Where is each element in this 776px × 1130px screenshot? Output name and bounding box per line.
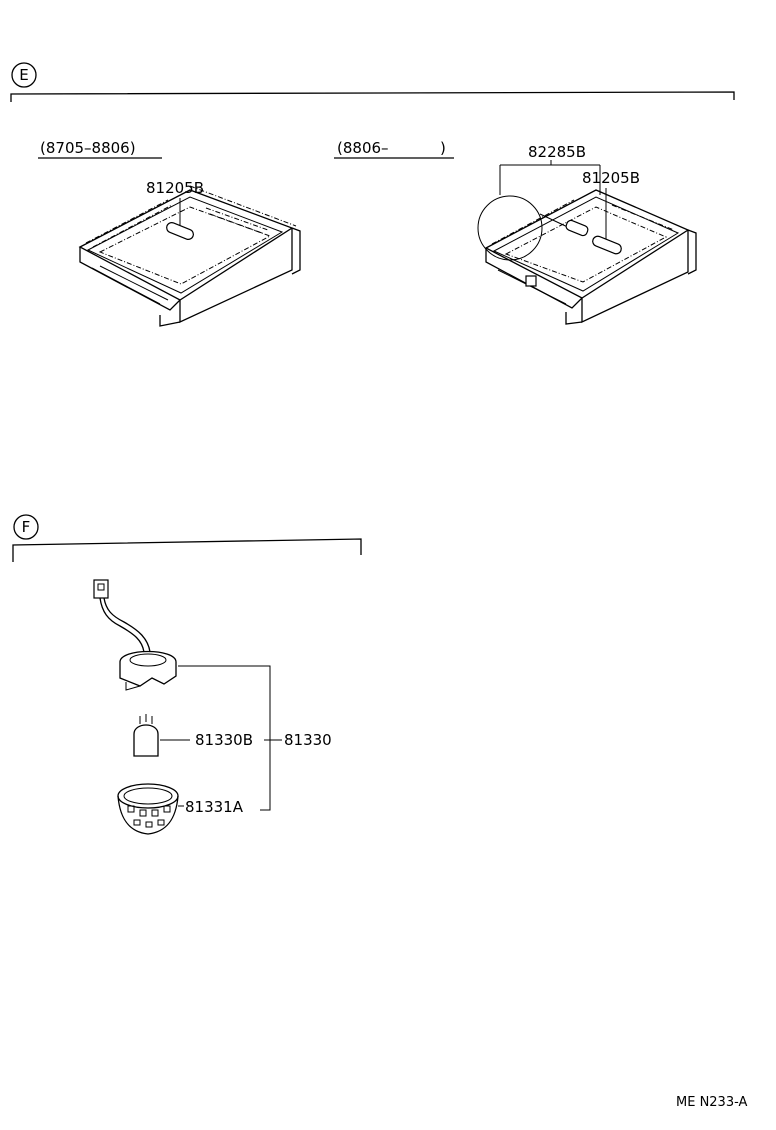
section-f-marker: F <box>13 514 39 540</box>
right-part-number-81205b: 81205B <box>582 169 640 187</box>
switch-detail-circle <box>477 195 543 261</box>
section-e-bracket <box>10 91 735 102</box>
map-lamp-late-drawing: 82285B 81205B <box>477 143 697 325</box>
socket-icon <box>119 650 177 687</box>
part-number-81331a: 81331A <box>185 798 244 816</box>
right-part-number-82285b: 82285B <box>528 143 586 161</box>
part-number-81330b: 81330B <box>195 731 253 749</box>
part-number-81330: 81330 <box>284 731 332 749</box>
right-bracket-leader <box>499 160 601 195</box>
left-part-number-81205b: 81205B <box>146 179 204 197</box>
map-lamp-early-drawing: 81205B <box>78 179 301 327</box>
lens-81331a-drawing <box>117 783 179 835</box>
connector-wire-drawing <box>93 579 177 691</box>
section-f: F <box>12 514 362 835</box>
right-period-label-end: ) <box>440 139 446 157</box>
section-e-marker: E <box>11 62 37 88</box>
section-e-marker-letter: E <box>19 66 28 84</box>
lens-icon <box>117 795 179 835</box>
section-f-marker-letter: F <box>22 518 31 536</box>
connector-icon <box>93 579 109 599</box>
switch-nub-icon <box>525 275 537 287</box>
bulb-81330b-drawing <box>133 714 159 757</box>
section-f-bracket <box>12 538 362 562</box>
wedge-bulb-icon <box>133 724 159 757</box>
assembly-bracket-leader <box>178 665 271 811</box>
switch-icon <box>565 219 589 237</box>
section-e: E (8705–8806) (8806– ) 81205B <box>10 62 735 327</box>
left-period-label: (8705–8806) <box>40 139 136 157</box>
footer-reference-code: ME N233-A <box>676 1095 748 1110</box>
left-bulb-icon <box>166 222 194 240</box>
right-period-label-start: (8806– <box>337 139 389 157</box>
right-bulb-icon <box>592 235 622 255</box>
